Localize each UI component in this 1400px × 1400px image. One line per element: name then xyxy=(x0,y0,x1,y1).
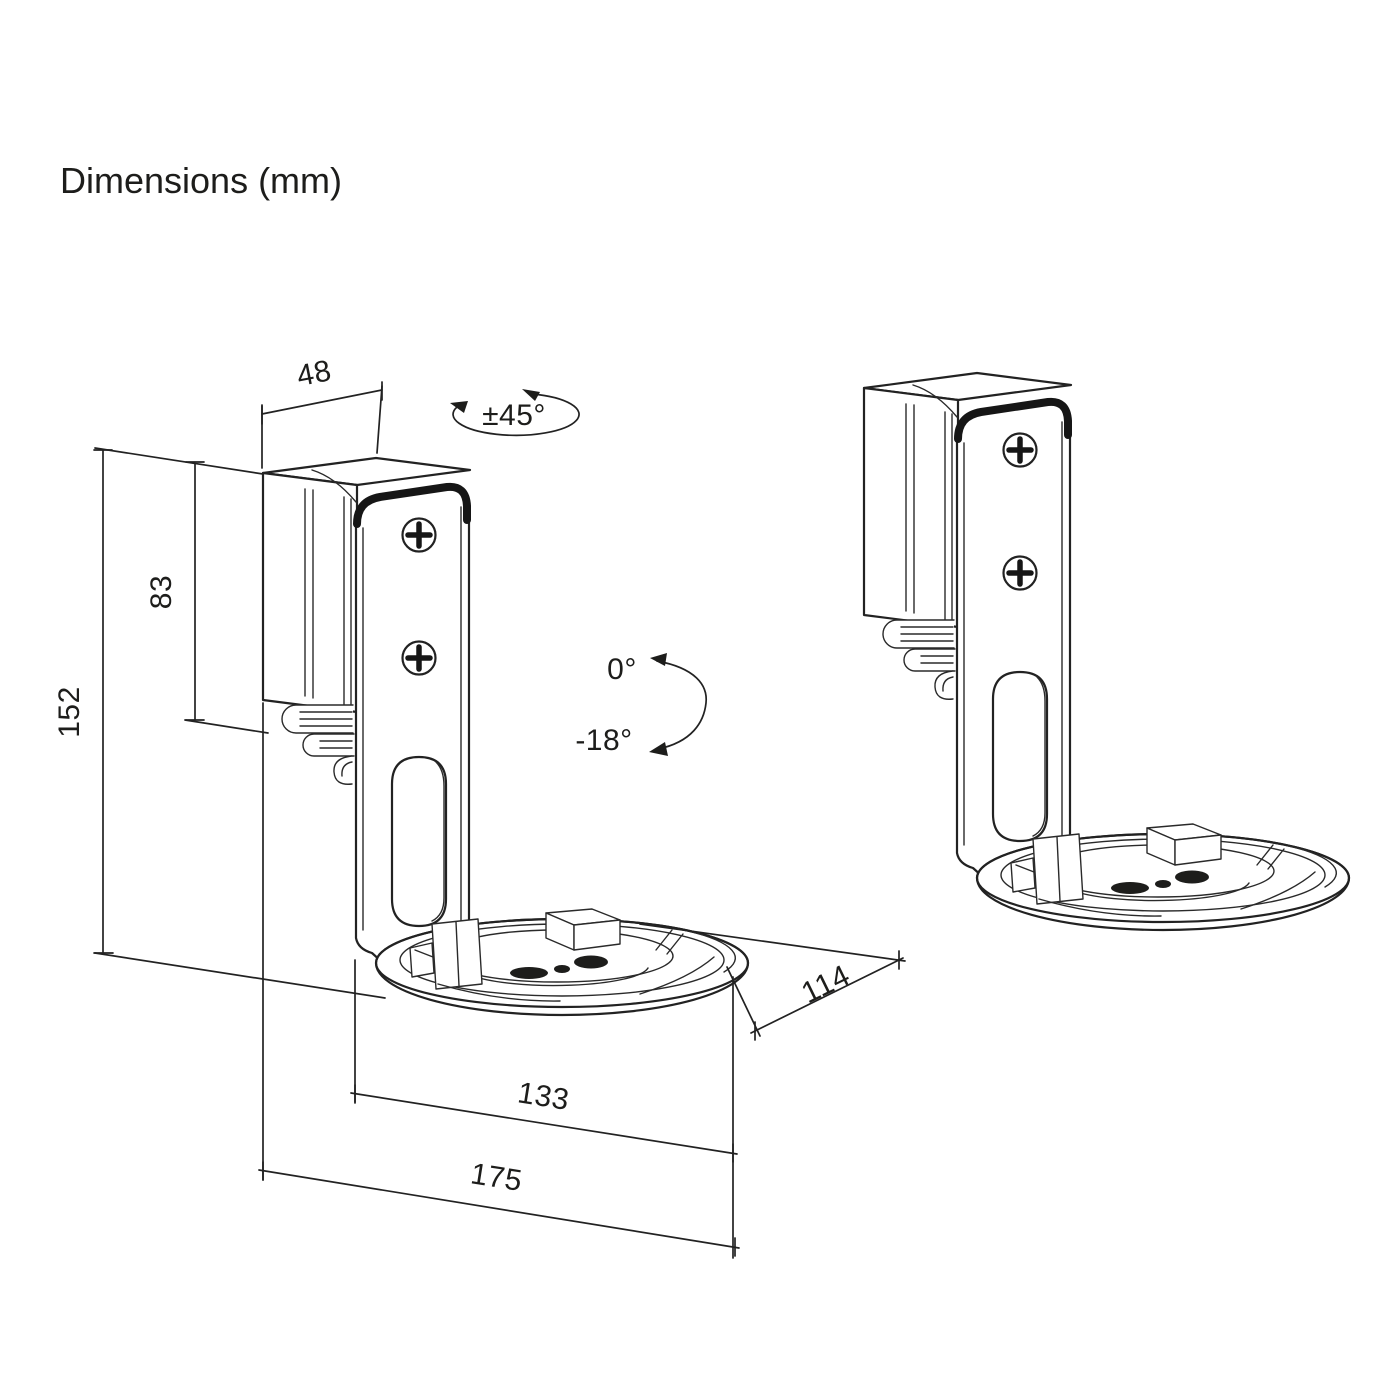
tilt-arrowhead-top xyxy=(650,653,667,666)
dimension-bracket-depth: 48 xyxy=(261,354,383,469)
extension-line xyxy=(639,923,906,962)
dimension-label-83: 83 xyxy=(145,575,178,609)
extension-line-top xyxy=(94,447,264,475)
dimension-label-tilt-max: 0° xyxy=(607,653,637,686)
dimension-line xyxy=(258,1169,740,1249)
annotation-swivel-range: ±45° xyxy=(450,389,580,437)
dimension-wall-plate-height: 83 xyxy=(145,461,269,734)
dimension-label-48: 48 xyxy=(294,354,334,393)
tick xyxy=(262,1161,736,1257)
dimension-line xyxy=(350,1092,738,1155)
swivel-arrowhead-left xyxy=(450,401,468,413)
dimension-overall-width: 175 xyxy=(258,702,740,1257)
dimension-label-tilt-min: -18° xyxy=(575,724,632,757)
dimension-base-width: 133 xyxy=(350,959,738,1259)
dimension-label-152: 152 xyxy=(53,686,86,738)
page-title: Dimensions (mm) xyxy=(60,160,342,201)
dimension-label-133: 133 xyxy=(515,1076,571,1117)
bracket-left-view xyxy=(263,458,748,1015)
dimension-overall-height: 152 xyxy=(53,449,386,999)
dimension-line xyxy=(750,957,904,1034)
bracket-right-view xyxy=(864,373,1349,930)
dimension-label-175: 175 xyxy=(468,1157,524,1198)
tick xyxy=(261,381,383,425)
extension-line xyxy=(184,719,269,734)
tick xyxy=(354,1084,734,1163)
dimension-label-114: 114 xyxy=(796,959,855,1010)
swivel-ellipse-arrow xyxy=(452,393,580,437)
tilt-arc-arrow xyxy=(656,660,707,750)
swivel-arrowhead-top xyxy=(522,389,540,401)
tick xyxy=(754,950,900,1041)
annotation-tilt-range: 0° -18° xyxy=(575,653,707,757)
dimension-label-swivel: ±45° xyxy=(482,399,546,432)
extension-line xyxy=(94,952,386,999)
dimension-line xyxy=(261,389,383,415)
tilt-arrowhead-bottom xyxy=(649,742,668,756)
